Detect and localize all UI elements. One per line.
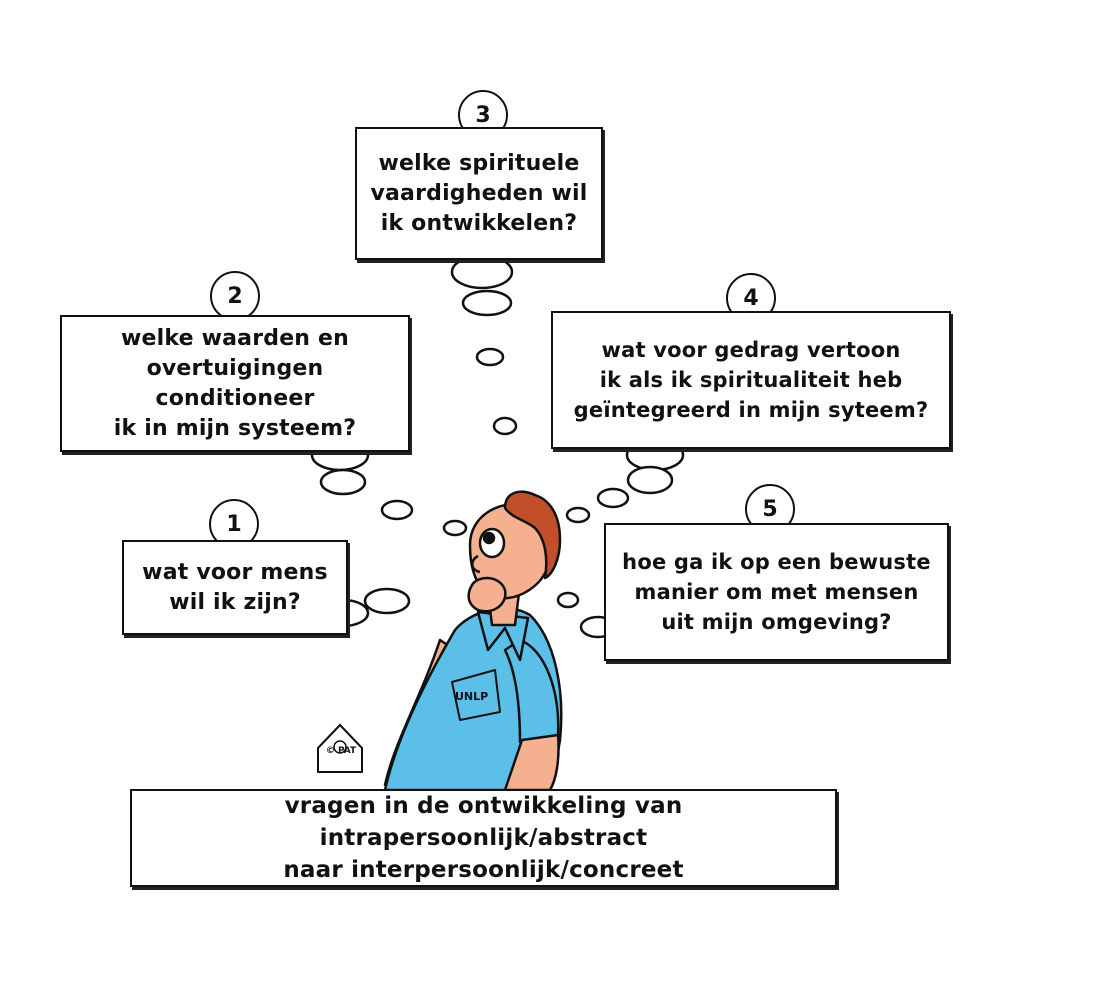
thought-bubble (492, 416, 518, 436)
thought-bubble (380, 499, 414, 521)
shirt-pocket (451, 669, 501, 721)
signature-text: © PAT (325, 746, 357, 756)
thought-bubble (442, 519, 468, 537)
hand (467, 576, 507, 613)
step-number-2: 2 (210, 271, 260, 321)
thought-bubble (319, 468, 367, 496)
thought-bubble (363, 587, 411, 615)
shirt-logo: UNLP (455, 690, 488, 703)
question-box-2: welke waarden en overtuigingen condition… (60, 315, 410, 452)
nose (471, 554, 481, 574)
question-box-4: wat voor gedrag vertoon ik als ik spirit… (551, 311, 951, 449)
house-shape (317, 723, 363, 773)
pupil (482, 531, 496, 545)
artist-signature (317, 723, 363, 773)
caption-box: vragen in de ontwikkeling van intraperso… (130, 789, 837, 887)
thought-bubble (596, 487, 630, 509)
thought-bubble (556, 591, 580, 609)
thought-bubble (461, 289, 513, 317)
hair (503, 490, 562, 580)
question-box-5: hoe ga ik op een bewuste manier om met m… (604, 523, 949, 661)
question-box-1: wat voor mens wil ik zijn? (122, 540, 348, 635)
thinking-man-figure: UNLP (383, 490, 563, 792)
thought-bubble (565, 506, 591, 524)
thought-bubble (475, 347, 505, 367)
question-box-3: welke spirituele vaardigheden wil ik ont… (355, 127, 603, 260)
copyright-circle (333, 740, 347, 754)
thought-bubble (626, 465, 674, 495)
thought-bubble (450, 254, 514, 290)
